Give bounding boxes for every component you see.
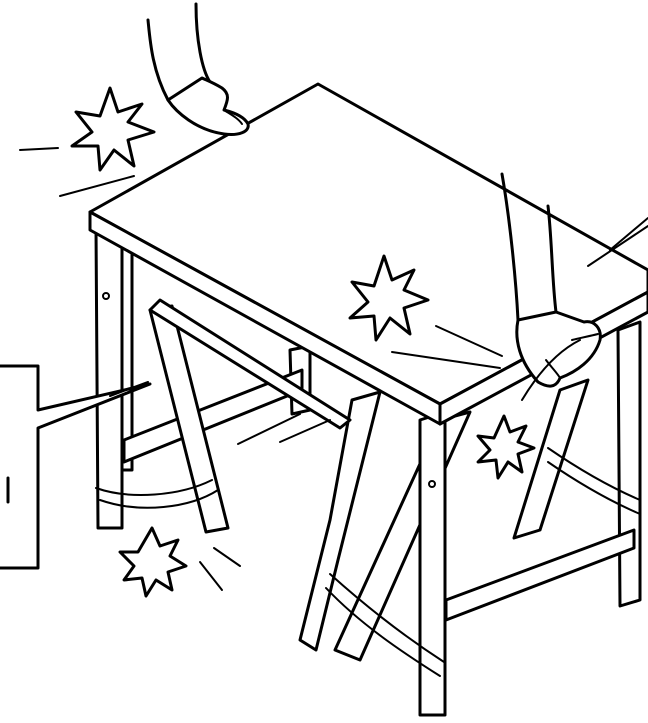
impact-burst-icon-top-left	[72, 88, 154, 170]
right-front-leg	[420, 412, 445, 715]
impact-burst-icon-right	[478, 416, 534, 478]
right-shelf-rail	[446, 530, 634, 620]
impact-burst-icon-bottom-left	[120, 528, 186, 596]
left-hand-icon	[148, 4, 248, 135]
